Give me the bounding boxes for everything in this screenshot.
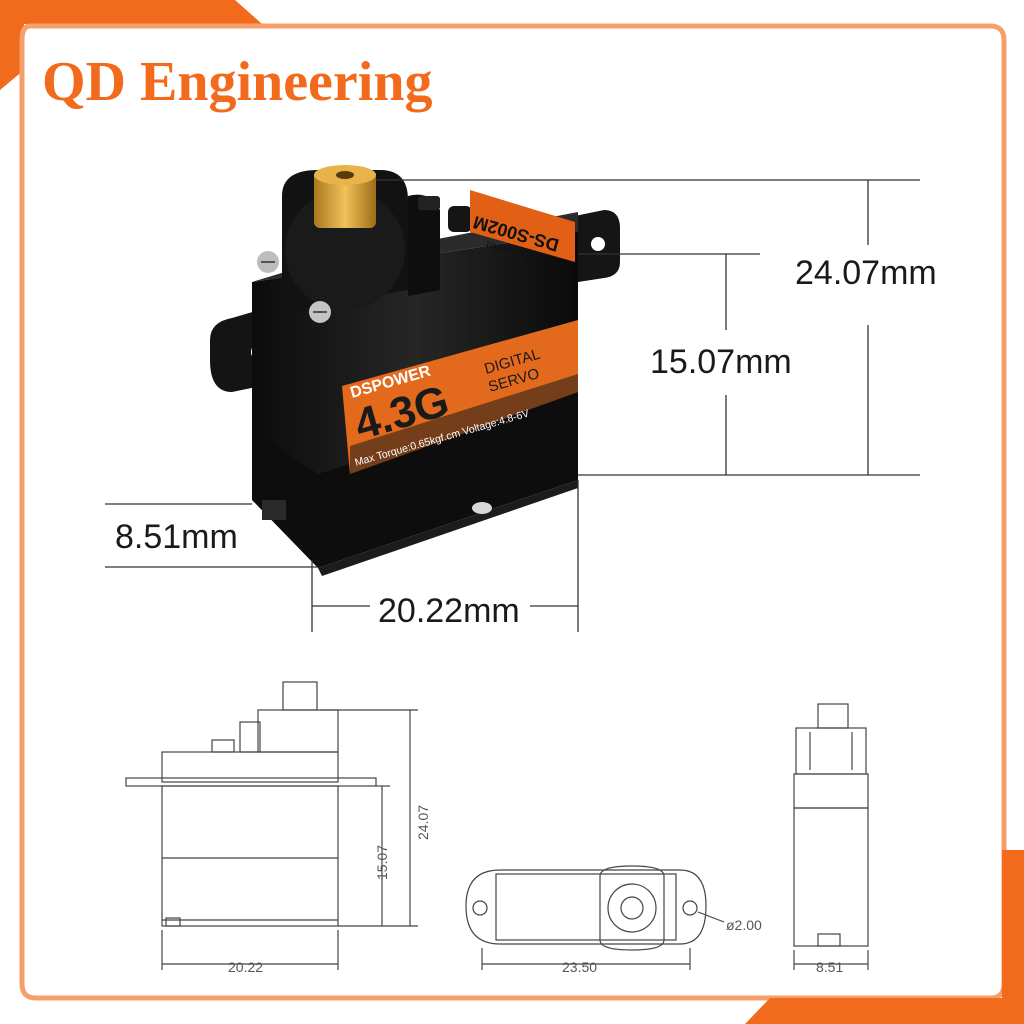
photo-dimension-lines <box>105 179 920 632</box>
side-view-drawing <box>793 703 869 970</box>
hole-diameter-dim: ø2.00 <box>726 917 762 933</box>
top-view-drawing <box>465 865 725 970</box>
width-label: 20.22mm <box>378 592 520 630</box>
body-height-label: 15.07mm <box>650 343 792 381</box>
front-body-height-dim: 15.07 <box>374 845 390 880</box>
side-thickness-dim: 8.51 <box>816 959 843 975</box>
front-width-dim: 20.22 <box>228 959 263 975</box>
brand-title: QD Engineering <box>42 51 432 113</box>
front-view-drawing <box>125 681 418 970</box>
thickness-label: 8.51mm <box>115 518 238 556</box>
front-total-height-dim: 24.07 <box>415 805 431 840</box>
total-height-label: 24.07mm <box>795 254 937 292</box>
top-length-dim: 23.50 <box>562 959 597 975</box>
servo-photo: www.dspower.net DS-S002M DSPOWER 4.3G DI… <box>210 165 620 576</box>
